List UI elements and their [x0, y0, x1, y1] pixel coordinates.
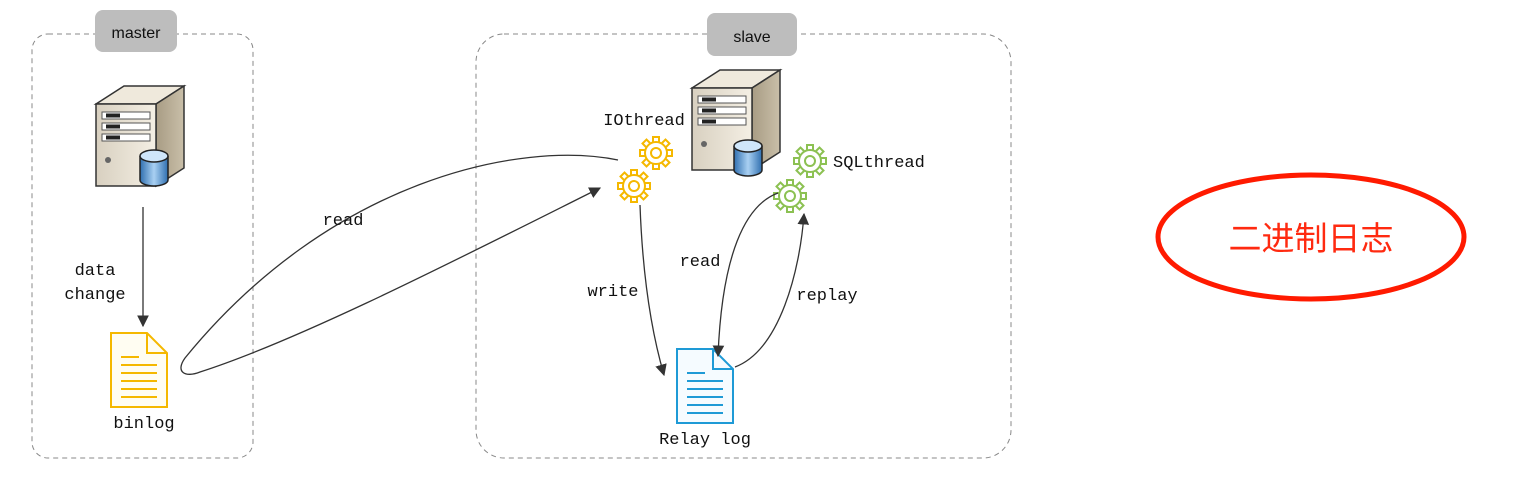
slave-title: slave — [733, 29, 770, 46]
binlog-label: binlog — [113, 415, 174, 434]
write-label: write — [587, 283, 638, 302]
slave-tag: slave — [707, 13, 797, 56]
data-change-label-line1: data — [75, 262, 116, 281]
data-change-label-line2: change — [64, 286, 125, 305]
master-tag: master — [95, 10, 177, 52]
relay-log-label: Relay log — [659, 431, 751, 450]
binlog-file-icon — [110, 332, 168, 408]
slave-container — [475, 33, 1012, 459]
read-binlog-arrow — [180, 154, 619, 375]
replay-arrow — [734, 212, 810, 368]
slave-database-icon — [733, 139, 763, 177]
iothread-gear-icon — [617, 136, 673, 203]
replay-label: replay — [796, 287, 857, 306]
master-database-icon — [139, 149, 169, 187]
sql-read-label: read — [680, 253, 721, 272]
callout-ring — [1155, 172, 1467, 302]
master-title: master — [112, 25, 162, 42]
iothread-label: IOthread — [603, 112, 685, 131]
sql-read-relay-log-arrow — [712, 192, 779, 358]
read-binlog-label: read — [323, 212, 364, 231]
sqlthread-gear-icon — [773, 144, 827, 213]
write-relay-log-arrow — [639, 204, 667, 377]
callout-text: 二进制日志 — [1229, 219, 1394, 258]
sqlthread-label: SQLthread — [833, 154, 925, 173]
relay-log-file-icon — [676, 348, 734, 424]
